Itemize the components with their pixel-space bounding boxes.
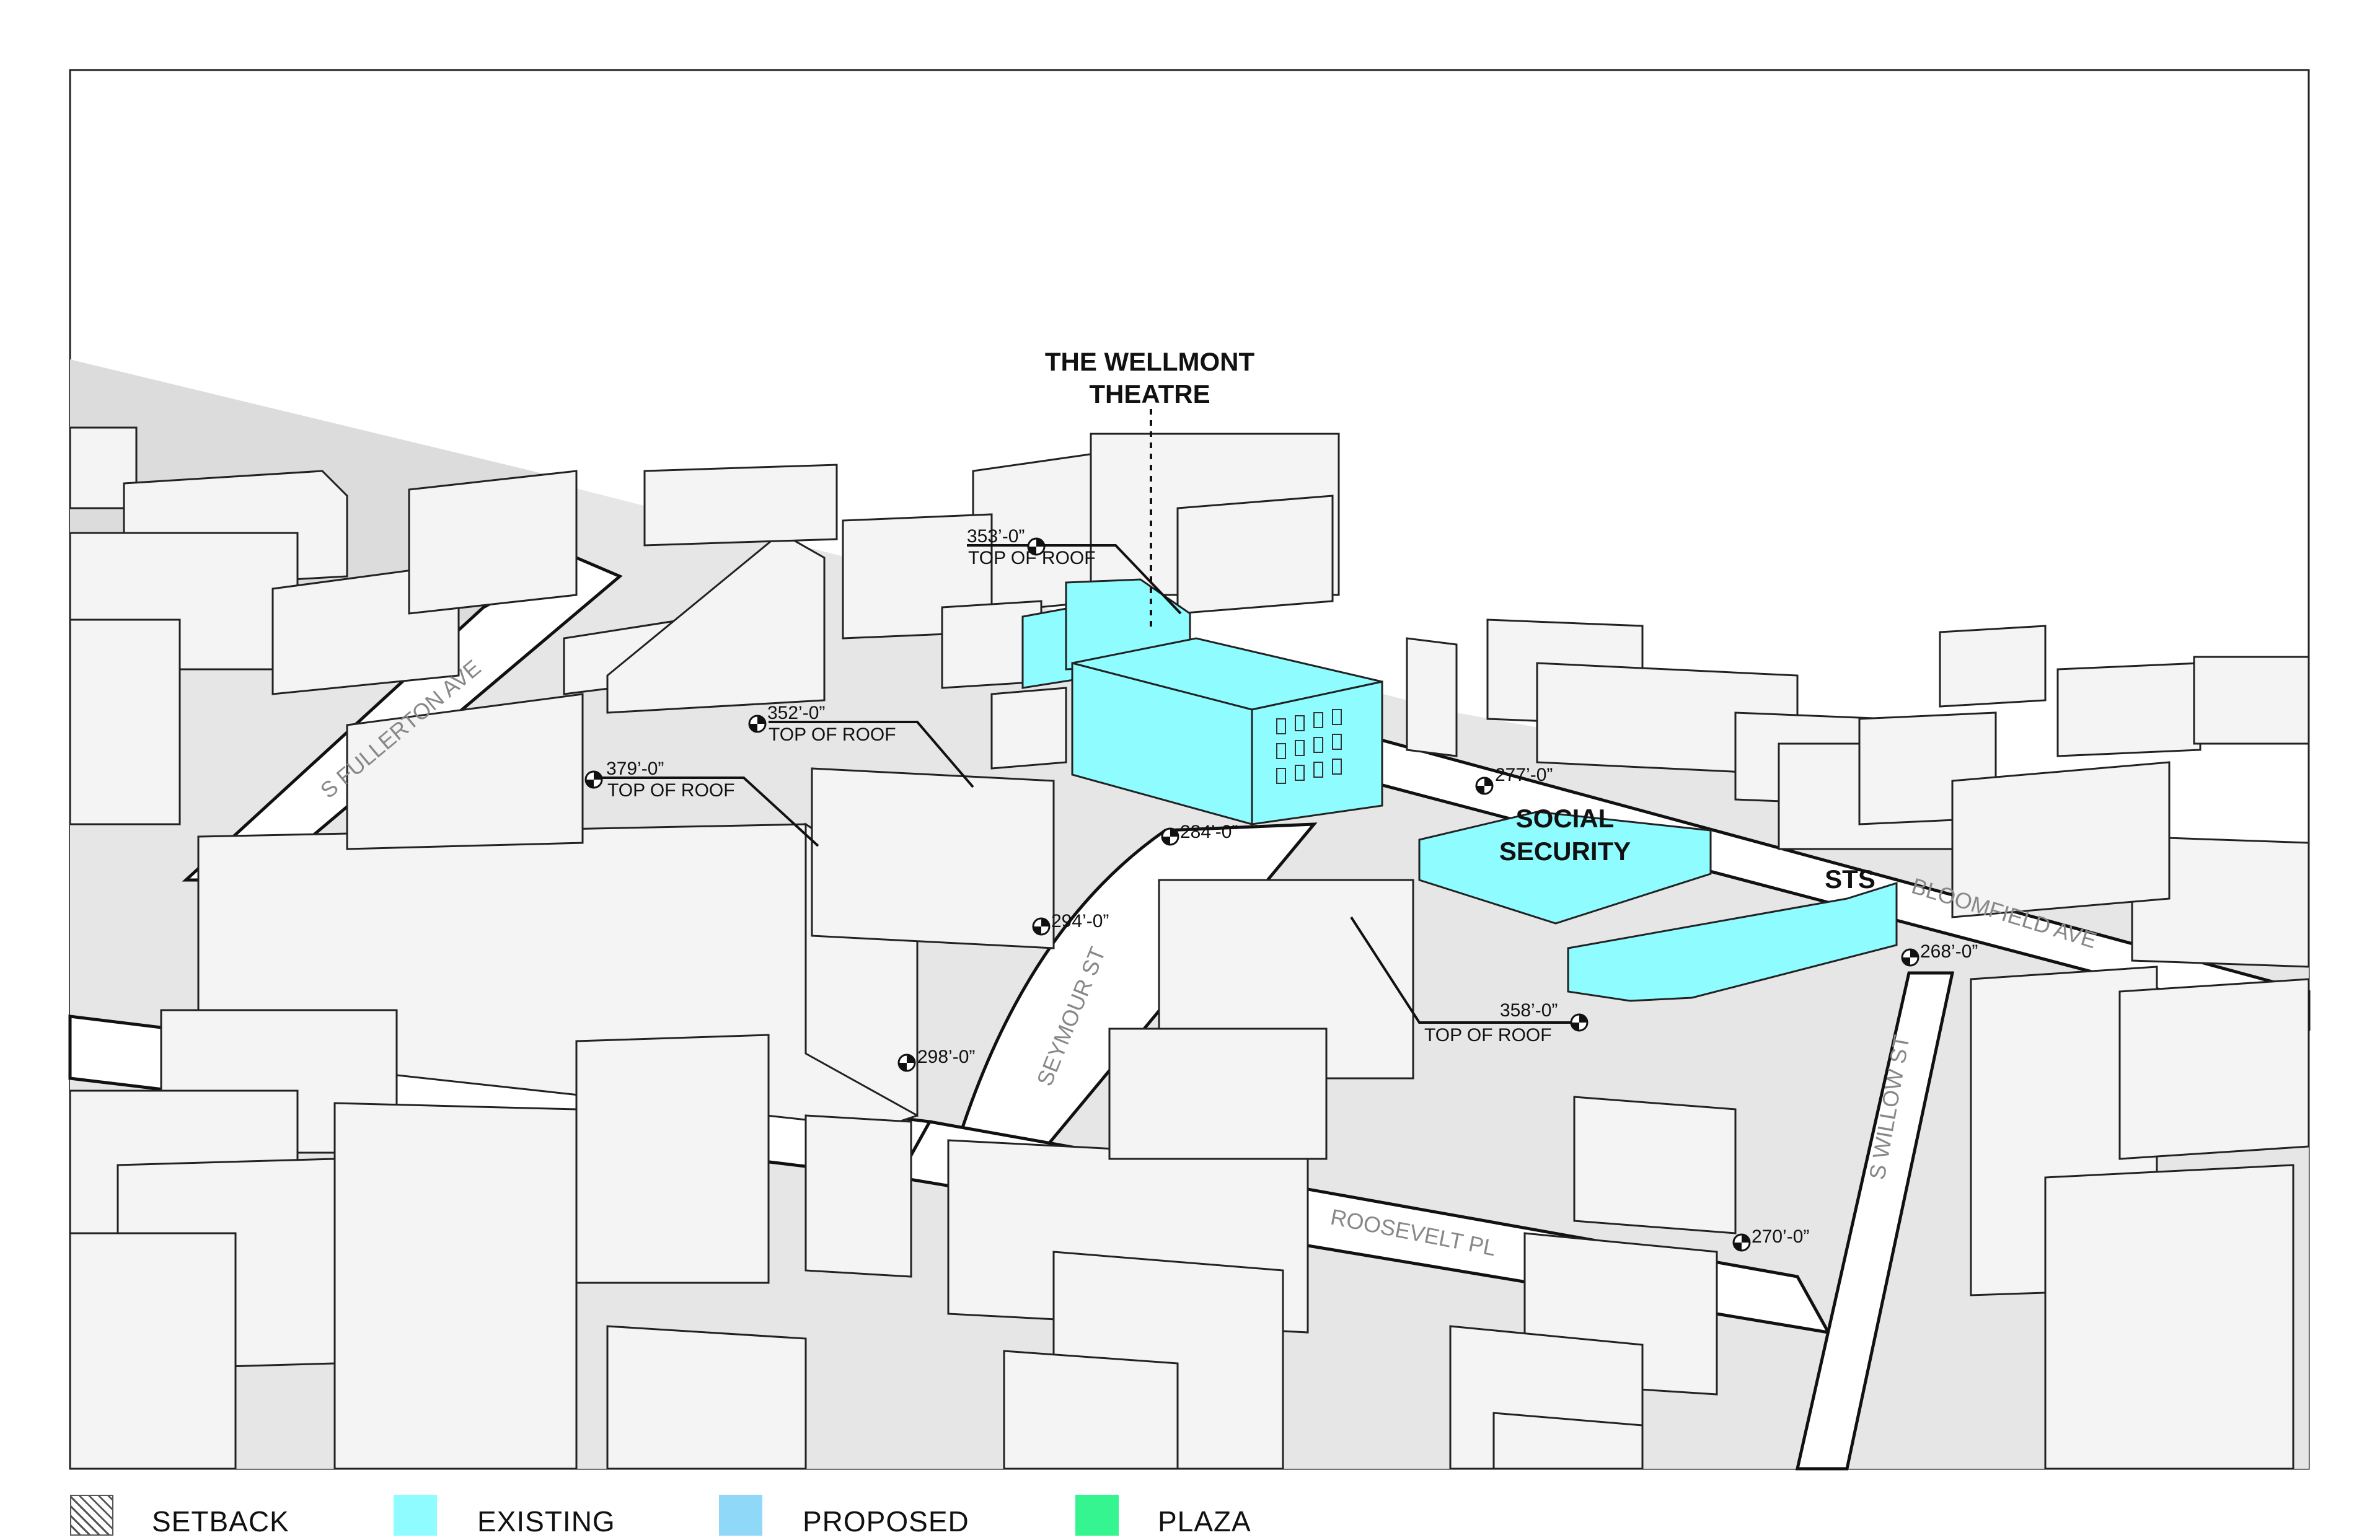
street-s-willow-st: [1795, 971, 1955, 1471]
elev-358-value: 358’-0”: [1500, 1000, 1558, 1021]
elev-352-label: TOP OF ROOF: [769, 724, 896, 745]
elev-298: 298’-0”: [917, 1047, 975, 1067]
wellmont-theatre-building: [1021, 578, 1383, 825]
elev-379-label: TOP OF ROOF: [607, 780, 735, 801]
social-security-building: [1418, 811, 1712, 925]
elevation-markers: [584, 537, 1919, 1252]
elev-277: 277’-0”: [1495, 765, 1553, 785]
elev-353-value: 353’-0”: [967, 526, 1025, 547]
callout-lines: [595, 409, 1574, 1024]
legend-existing-label: EXISTING: [477, 1505, 615, 1538]
legend-proposed-label: PROPOSED: [803, 1505, 969, 1538]
legend-existing-swatch: [394, 1495, 437, 1536]
context-buildings: [69, 426, 2310, 1470]
label-social-security-1: SOCIAL: [1516, 804, 1615, 833]
legend-proposed-swatch: [719, 1495, 762, 1536]
legend-plaza-swatch: [1075, 1495, 1119, 1536]
legend-plaza-label: PLAZA: [1158, 1505, 1251, 1538]
label-social-security-2: SECURITY: [1499, 837, 1631, 866]
elev-379-value: 379’-0”: [606, 759, 664, 779]
title-line-1: THE WELLMONT: [1045, 347, 1255, 376]
elev-270: 270’-0”: [1752, 1226, 1809, 1247]
title-line-2: THEATRE: [1089, 379, 1210, 408]
elev-353-label: TOP OF ROOF: [968, 548, 1096, 568]
elev-352-value: 352’-0”: [767, 703, 825, 723]
legend-setback-label: SETBACK: [152, 1505, 289, 1538]
elev-358-label: TOP OF ROOF: [1424, 1025, 1552, 1045]
sts-building: [1567, 881, 1898, 1002]
theatre-windows: [1276, 709, 1342, 784]
label-sts: STS: [1825, 865, 1875, 894]
legend-setback-swatch: [70, 1495, 113, 1536]
elev-294: 294’-0”: [1051, 911, 1109, 931]
elev-268: 268’-0”: [1920, 941, 1978, 962]
elev-284: 284’-0”: [1180, 822, 1238, 842]
